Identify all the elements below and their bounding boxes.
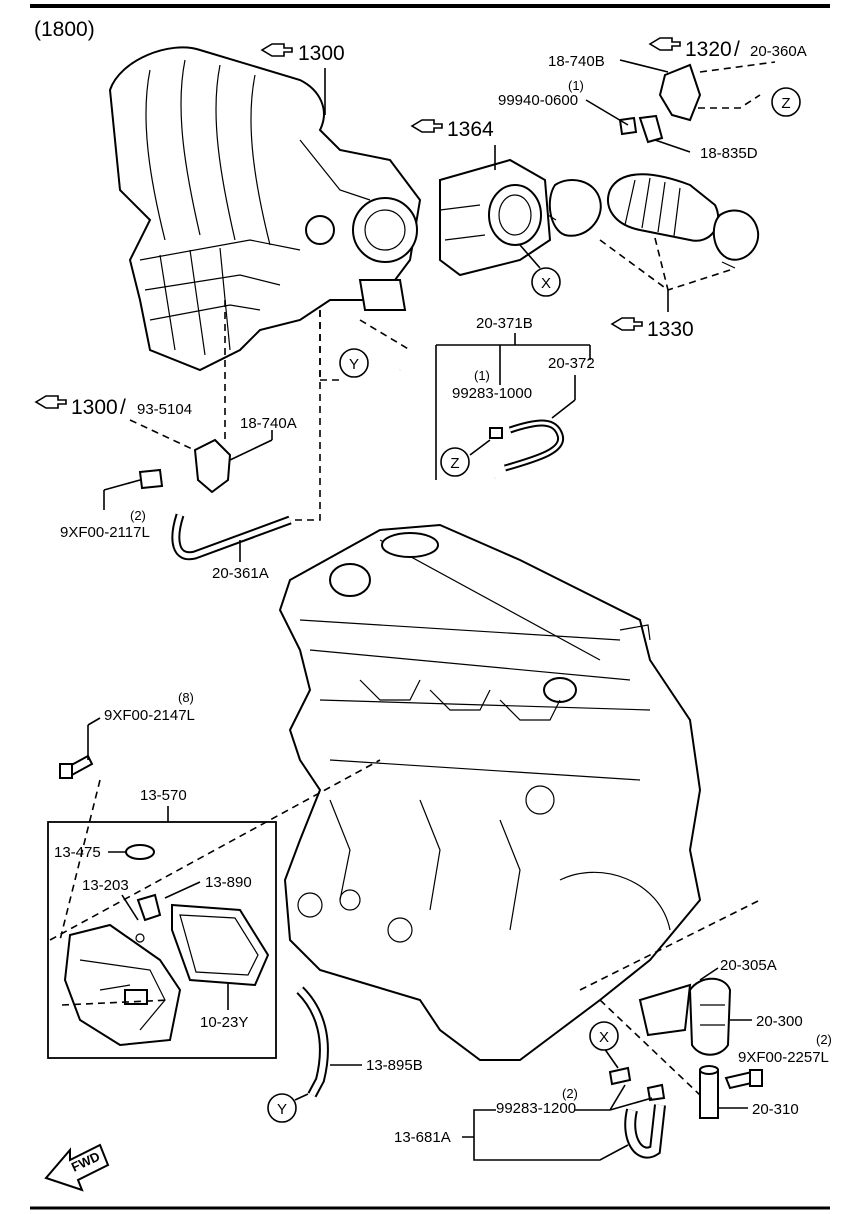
ref-1320: 1320 / 20-360A [649, 37, 807, 61]
valve-20-300: 20-305A 20-300 (2) 9XF00-2257L 20-310 [579, 899, 832, 1119]
air-hose-assembly [547, 173, 760, 269]
ref-1330: 1330 [599, 237, 731, 341]
svg-text:/: / [734, 38, 740, 61]
svg-text:(1): (1) [568, 78, 584, 93]
svg-text:9XF00-2117L: 9XF00-2117L [60, 524, 150, 541]
hose-20-371b: 20-371B [362, 315, 591, 510]
svg-text:18-835D: 18-835D [700, 145, 758, 162]
svg-text:(1): (1) [474, 368, 490, 383]
svg-text:Z: Z [450, 455, 459, 472]
svg-text:18-740A: 18-740A [240, 415, 297, 432]
svg-text:20-372: 20-372 [548, 355, 595, 372]
svg-text:20-305A: 20-305A [720, 957, 777, 974]
svg-text:9XF00-2257L: 9XF00-2257L [738, 1049, 829, 1066]
svg-text:18-740B: 18-740B [548, 53, 605, 70]
svg-text:Y: Y [277, 1101, 287, 1118]
svg-text:X: X [599, 1029, 609, 1046]
svg-text:13-570: 13-570 [140, 787, 187, 804]
svg-text:9XF00-2147L: 9XF00-2147L [104, 707, 195, 724]
svg-text:Y: Y [349, 356, 359, 373]
svg-text:1300: 1300 [71, 396, 118, 419]
ref-1364: 1364 [411, 118, 496, 170]
hose-20-361a: 20-361A [171, 310, 321, 582]
svg-text:13-890: 13-890 [205, 874, 252, 891]
part-group-13-570: 13-570 13-475 13-203 13-890 10-23Y [47, 759, 381, 1059]
svg-text:(2): (2) [816, 1032, 832, 1047]
hose-13-895b: 13-895B [296, 986, 423, 1098]
engine-block [278, 523, 702, 1061]
svg-text:10-23Y: 10-23Y [200, 1014, 248, 1031]
svg-text:99283-1200: 99283-1200 [496, 1100, 576, 1117]
svg-text:(2): (2) [130, 508, 146, 523]
sensor-18-740b: 18-740B (1) 99940-0600 18-835D [498, 53, 776, 162]
svg-text:99283-1000: 99283-1000 [452, 385, 532, 402]
svg-text:1300: 1300 [298, 42, 345, 65]
intake-manifold [108, 46, 422, 372]
bolt-9xf00-2147l: (8) 9XF00-2147L [59, 690, 195, 941]
callout-x-top: X [519, 244, 561, 297]
svg-text:/: / [120, 396, 126, 419]
svg-text:1320: 1320 [685, 38, 732, 61]
group-code: (1800) [34, 18, 95, 41]
sensor-18-740a: 18-740A (2) 9XF00-2117L [60, 300, 297, 541]
callout-z-mid: Z [440, 439, 491, 477]
svg-text:13-895B: 13-895B [366, 1057, 423, 1074]
svg-text:20-300: 20-300 [756, 1013, 803, 1030]
svg-text:13-475: 13-475 [54, 844, 101, 861]
svg-text:Z: Z [781, 95, 790, 112]
svg-text:13-203: 13-203 [82, 877, 129, 894]
ref-1300-left: 1300 / 93-5104 [35, 395, 192, 419]
svg-text:1364: 1364 [447, 118, 494, 141]
throttle-body [439, 158, 552, 277]
callout-y-mid: Y [319, 310, 411, 381]
hose-13-681a: (2) 99283-1200 13-681A [394, 1047, 666, 1161]
svg-text:99940-0600: 99940-0600 [498, 92, 578, 109]
hose-20-372: 20-372 (1) 99283-1000 [452, 355, 595, 472]
forward-arrow-icon: FWD [44, 1143, 110, 1192]
callout-z-top: Z [771, 87, 801, 117]
svg-text:X: X [541, 275, 551, 292]
svg-text:20-360A: 20-360A [750, 43, 807, 60]
ref-1300-top: 1300 [261, 42, 345, 115]
callout-x-bottom: X [589, 1021, 619, 1051]
svg-text:(8): (8) [178, 690, 194, 705]
svg-text:20-361A: 20-361A [212, 565, 269, 582]
callout-y-bottom: Y [267, 1093, 309, 1123]
svg-text:1330: 1330 [647, 318, 694, 341]
svg-text:20-310: 20-310 [752, 1101, 799, 1118]
svg-text:(2): (2) [562, 1086, 578, 1101]
svg-text:93-5104: 93-5104 [137, 401, 192, 418]
svg-text:13-681A: 13-681A [394, 1129, 451, 1146]
svg-text:20-371B: 20-371B [476, 315, 533, 332]
